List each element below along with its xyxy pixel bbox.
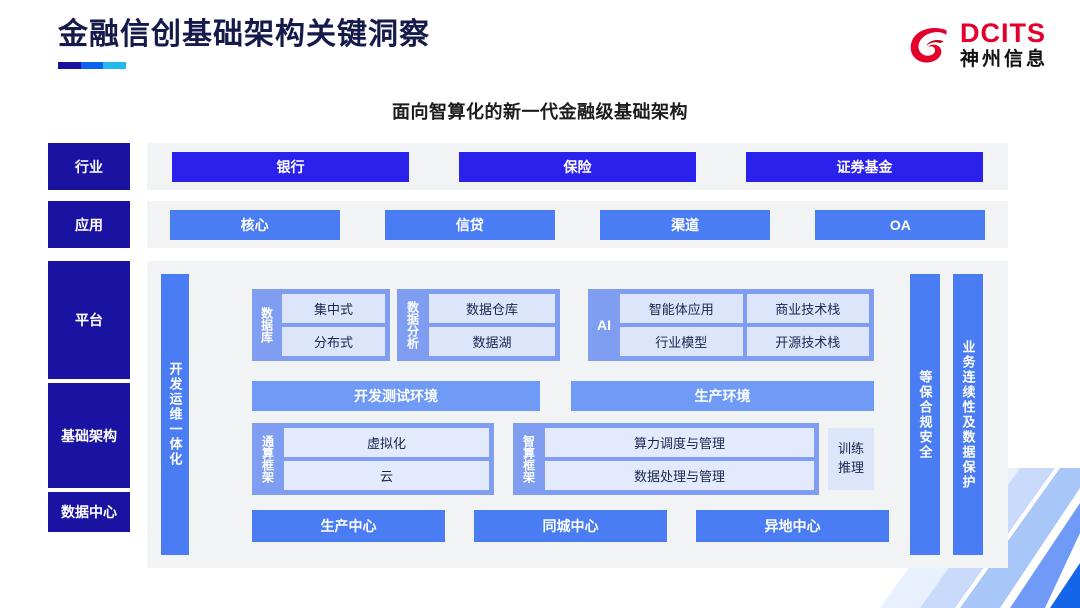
row-label-platform: 平台 <box>48 261 130 379</box>
industry-pill-bank[interactable]: 银行 <box>172 151 409 182</box>
train-label-line1: 训练 <box>837 441 864 457</box>
group-data-analysis: 数据分析 数据仓库 数据湖 <box>397 289 560 361</box>
group-label-data-analysis: 数据分析 <box>405 301 420 349</box>
platform-panel: 开发运维一体化 数据库 集中式 分布式 数据分析 数据仓库 数据湖 AI <box>147 261 1008 568</box>
cell-centralized[interactable]: 集中式 <box>282 294 385 323</box>
application-pill-oa[interactable]: OA <box>815 209 986 240</box>
train-label-line2: 推理 <box>837 460 864 475</box>
industry-band: 银行 保险 证券基金 <box>147 143 1008 190</box>
dc-bar-production-center[interactable]: 生产中心 <box>252 510 445 542</box>
page-title: 金融信创基础架构关键洞察 <box>58 18 430 51</box>
application-pill-credit[interactable]: 信贷 <box>384 209 555 240</box>
cell-commercial-stack[interactable]: 商业技术栈 <box>746 294 869 323</box>
row-label-datacenter: 数据中心 <box>48 492 130 532</box>
architecture-diagram: 行业 应用 平台 基础架构 数据中心 银行 保险 证券基金 核心 信贷 渠道 O… <box>48 143 1008 568</box>
title-accent-bar <box>58 61 127 69</box>
cell-data-warehouse[interactable]: 数据仓库 <box>429 294 555 323</box>
cell-train-inference[interactable]: 训练 推理 <box>828 428 874 490</box>
group-label-intelligent-compute: 智算框架 <box>521 435 536 483</box>
brand-logo: DCITS 神州信息 <box>906 20 1048 69</box>
sidebar-compliance-security[interactable]: 等保合规安全 <box>910 274 940 555</box>
group-label-general-compute: 通算框架 <box>260 435 275 483</box>
row-label-infrastructure: 基础架构 <box>48 383 130 488</box>
group-ai: AI 智能体应用 行业模型 商业技术栈 开源技术栈 <box>588 289 874 361</box>
group-general-compute: 通算框架 虚拟化 云 <box>252 423 494 495</box>
env-bar-dev-test[interactable]: 开发测试环境 <box>252 381 540 411</box>
group-label-ai: AI <box>597 317 611 333</box>
cell-data-processing[interactable]: 数据处理与管理 <box>545 461 814 490</box>
group-label-database: 数据库 <box>259 307 274 343</box>
cell-distributed[interactable]: 分布式 <box>282 327 385 356</box>
application-band: 核心 信贷 渠道 OA <box>147 201 1008 248</box>
group-database: 数据库 集中式 分布式 <box>252 289 390 361</box>
cell-industry-model[interactable]: 行业模型 <box>620 327 743 356</box>
application-pill-channel[interactable]: 渠道 <box>600 209 771 240</box>
cell-data-lake[interactable]: 数据湖 <box>429 327 555 356</box>
cell-virtualization[interactable]: 虚拟化 <box>284 428 489 457</box>
row-label-industry: 行业 <box>48 143 130 190</box>
subtitle: 面向智算化的新一代金融级基础架构 <box>392 102 688 122</box>
cell-opensource-stack[interactable]: 开源技术栈 <box>746 327 869 356</box>
header: 金融信创基础架构关键洞察 <box>58 18 430 69</box>
dc-bar-remote-center[interactable]: 异地中心 <box>696 510 889 542</box>
devops-vertical-bar[interactable]: 开发运维一体化 <box>161 274 189 555</box>
dcits-swirl-icon <box>910 27 947 63</box>
cell-compute-scheduling[interactable]: 算力调度与管理 <box>545 428 814 457</box>
logo-text-cn: 神州信息 <box>959 49 1048 70</box>
industry-pill-securities-fund[interactable]: 证券基金 <box>746 151 983 182</box>
logo-text-en: DCITS <box>959 18 1046 48</box>
cell-cloud[interactable]: 云 <box>284 461 489 490</box>
group-intelligent-compute: 智算框架 算力调度与管理 数据处理与管理 <box>513 423 819 495</box>
cell-agent-application[interactable]: 智能体应用 <box>620 294 743 323</box>
env-bar-production[interactable]: 生产环境 <box>571 381 874 411</box>
dc-bar-metro-center[interactable]: 同城中心 <box>474 510 667 542</box>
industry-pill-insurance[interactable]: 保险 <box>459 151 696 182</box>
application-pill-core[interactable]: 核心 <box>169 209 340 240</box>
row-label-application: 应用 <box>48 201 130 248</box>
sidebar-business-continuity[interactable]: 业务连续性及数据保护 <box>953 274 983 555</box>
